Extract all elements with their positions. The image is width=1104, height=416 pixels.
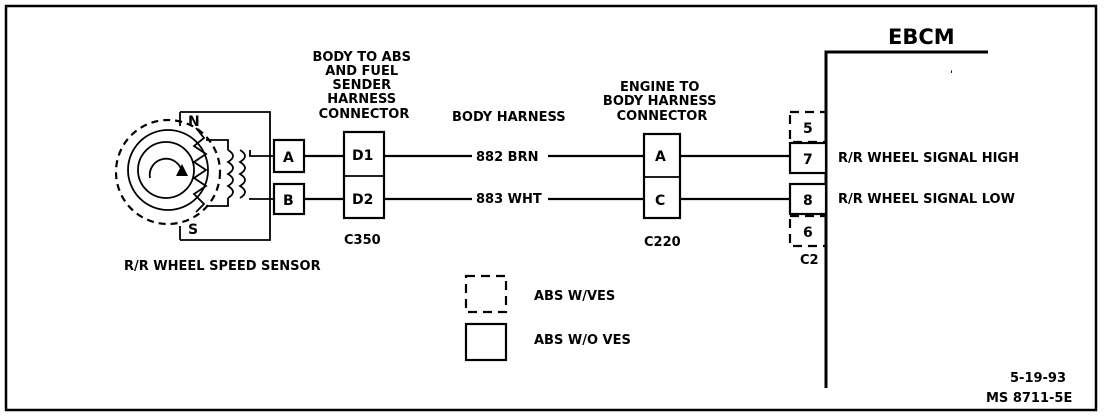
wheel-speed-sensor: N S A B R/R WHEEL SPEED SENSOR [114,111,321,274]
c220-title-line-1: ENGINE TO [620,80,699,95]
legend-with-ves: ABS W/VES [534,289,615,304]
sensor-terminal-s: S [188,222,198,238]
sensor-pin-a-box [272,138,306,174]
c220-title-line-3: CONNECTOR [617,109,708,124]
footer-date: 5-19-93 [1010,371,1066,386]
c220-pin-a: A [655,149,666,165]
c350-title-line-5: CONNECTOR [319,107,410,122]
c350-title-line-4: HARNESS [327,92,396,107]
sensor-housing [180,111,271,241]
wire-882-brn-label: 882 BRN [476,150,538,165]
sensor-pin-a: A [283,150,294,166]
c350-pin-d1: D1 [352,148,373,164]
legend-solid-box [464,322,508,362]
signal-high-label: R/R WHEEL SIGNAL HIGH [838,151,1019,166]
c2-pin-7-box [788,141,828,175]
c350-body [342,130,386,220]
signal-low-label: R/R WHEEL SIGNAL LOW [838,192,1015,207]
c350-title-line-1: BODY TO ABS [312,50,411,65]
svg-text:ENGINE TO BODY HARNESS: ENGINE TO BODY HARNESS CONNECTOR [603,80,721,124]
c350-id: C350 [344,233,381,248]
c2-pin-5: 5 [803,121,813,137]
c2-connector: 5 7 8 6 C2 [788,110,828,268]
c2-pin-7: 7 [803,152,813,168]
c220-pin-c: C [655,193,665,209]
svg-text:BODY TO ABS AND FUEL: BODY TO ABS AND FUEL SENDER HARNESS CONN… [312,50,415,122]
c2-label: C2 [800,253,819,268]
sensor-inner-circle [137,141,195,199]
sensor-zigzag [192,127,208,213]
c2-pin-8: 8 [803,193,813,209]
c350-connector: BODY TO ABS AND FUEL SENDER HARNESS CONN… [312,50,415,248]
svg-text:ˈ: ˈ [950,70,953,81]
sensor-pin-b: B [283,193,294,209]
c350-title-line-3: SENDER [332,78,391,93]
sensor-coil [226,149,234,199]
ebcm-module: EBCM ˈ [824,25,988,388]
c2-pin-6-box [788,214,828,248]
footer-ref: MS 8711-5E [986,391,1072,406]
sensor-terminal-n: N [188,114,200,130]
c2-pin-6: 6 [803,225,813,241]
sensor-label: R/R WHEEL SPEED SENSOR [124,259,321,274]
sensor-outer-circle [127,129,209,211]
c220-id: C220 [644,235,681,250]
sensor-pin-b-box [272,182,306,216]
sensor-rotation-arrow [148,157,183,179]
c350-title-line-2: AND FUEL [325,64,398,79]
legend: ABS W/VES ABS W/O VES [464,274,631,362]
diagram-frame [4,4,1098,412]
c220-body [642,132,682,220]
legend-dashed-box [464,274,508,314]
wire-883-wht-label: 883 WHT [476,192,542,207]
c220-connector: ENGINE TO BODY HARNESS CONNECTOR A C C22… [603,80,721,250]
ebcm-outline [824,50,988,388]
sensor-dashed-ring [114,118,222,226]
legend-without-ves: ABS W/O VES [534,333,631,348]
ebcm-title: EBCM [888,25,955,49]
c220-title-line-2: BODY HARNESS [603,94,717,109]
c350-pin-d2: D2 [352,192,373,208]
body-harness-label: BODY HARNESS [452,110,566,125]
